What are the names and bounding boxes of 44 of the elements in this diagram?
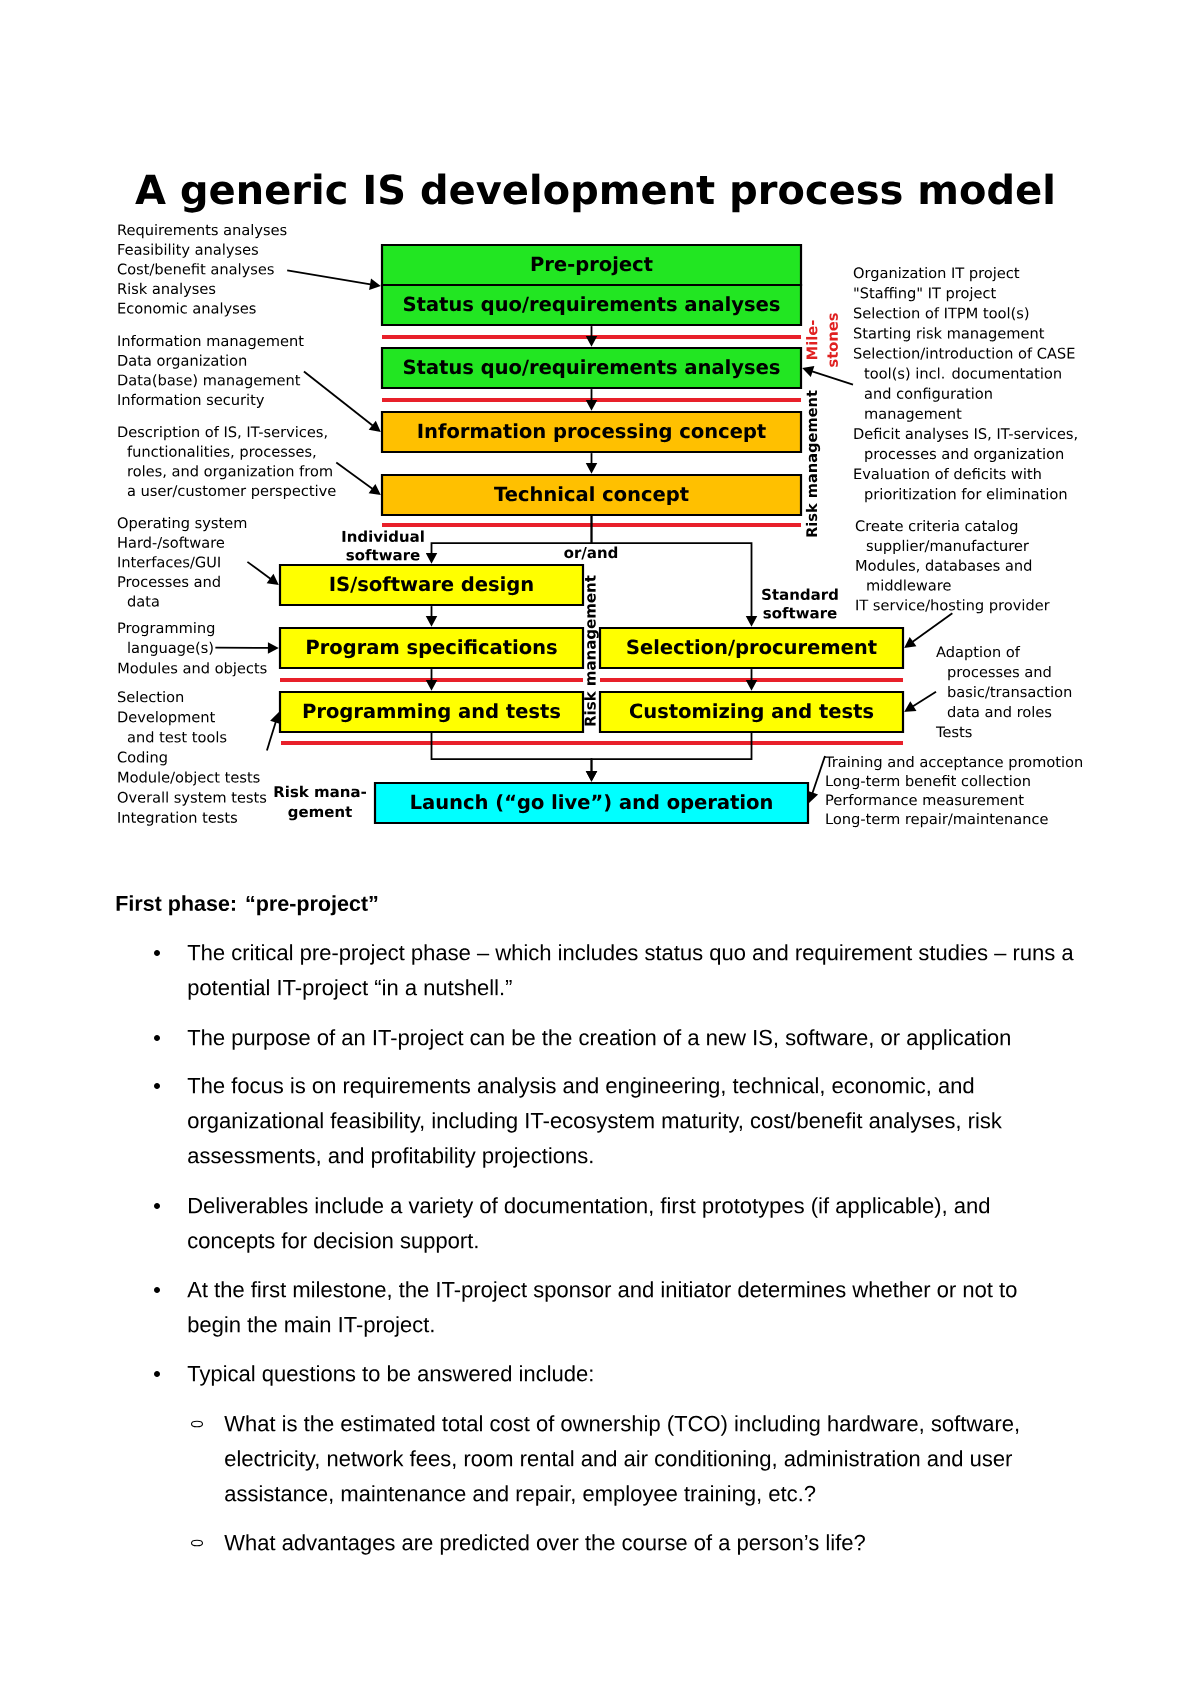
branch-label: or/and	[564, 546, 618, 560]
annotation-list: Training and acceptance promotion Long-term benefit collection Performance measurement Long-term repair/maintenance	[824, 756, 1082, 828]
paragraph: What is the estimated total cost of ownership (TCO) including hardware, software, electricity, network fees, room rental and air conditioning, administration and user assistance, maintenance and repair, employee training, etc.?	[224, 1415, 1019, 1506]
annotation-list: Selection Development and test tools Coding Module/object tests Overall system tests Integration tests	[117, 691, 267, 826]
paragraph: At the first milestone, the IT-project sponsor and initiator determines whether or not to begin the main IT-project.	[187, 1281, 1017, 1337]
process-box: Technical concept	[380, 473, 803, 517]
paragraph: The focus is on requirements analysis and engineering, technical, economic, and organizational feasibility, including IT-ecosystem maturity, cost/benefit analyses, risk assessments, and profitability projections.	[187, 1077, 1002, 1168]
arrow	[246, 560, 279, 585]
vertical-label: Risk management	[584, 575, 599, 726]
process-box: Pre-project	[380, 243, 803, 287]
arrow	[904, 612, 954, 648]
annotation-text: Programming language(s)	[118, 622, 215, 656]
edge-label: Individual software	[340, 529, 426, 562]
paragraph: The critical pre-project phase – which includes status quo and requirement studies – runs a potential IT-project “in a nutshell.”	[187, 944, 1074, 1000]
side-label: Risk mana- gement	[274, 785, 366, 821]
paragraph: The purpose of an IT-project can be the creation of a new IS, software, or application	[187, 1029, 1010, 1050]
vertical-label: Risk management	[805, 390, 821, 537]
annotation-list: Operating system Hard-/software Interfaces/GUI Processes and data	[117, 517, 247, 607]
arrow	[904, 690, 937, 712]
paragraph: What advantages are predicted over the course of a person’s life?	[224, 1534, 865, 1555]
annotation-list: Create criteria catalog supplier/manufacturer Modules, databases and middleware IT service/hosting provider	[855, 520, 1050, 614]
process-box: Status quo/requirements analyses	[380, 346, 803, 390]
arrow	[335, 461, 381, 495]
process-box: Selection/procurement	[598, 626, 905, 670]
annotation-list: Organization IT project "Staffing" IT project Selection of ITPM tool(s) Starting risk management Selection/introduction of CASE tool(s) incl. documentation and configuration management Deficit analyses IS, IT-services, processes and organization Evaluation of deficits with prioritization for elimination	[853, 267, 1077, 503]
process-box: Programming and tests	[278, 690, 585, 734]
arrow	[303, 370, 381, 432]
edge-label: Standard software	[760, 587, 840, 620]
title: A generic IS development process model	[135, 173, 1053, 213]
process-box: Program specifications	[278, 626, 585, 670]
annotation-text: Modules and objects	[118, 662, 267, 677]
process-box: Information processing concept	[380, 410, 803, 454]
annotation-list: Requirements analyses Feasibility analyses Cost/benefit analyses Risk analyses Economic analyses	[117, 224, 287, 317]
paragraph: Deliverables include a variety of documentation, first prototypes (if applicable), and concepts for decision support.	[188, 1197, 990, 1253]
process-box: Launch (“go live”) and operation	[373, 781, 810, 825]
annotation-list: Information management Data organization Data(base) management Information security	[118, 335, 304, 408]
section-heading: First phase: “pre-project”	[116, 895, 378, 916]
annotation-text: Description of IS, IT-services, functionalities, processes, roles, and organization from a user/customer perspective	[118, 426, 336, 499]
process-box: Customizing and tests	[598, 690, 905, 734]
process-box: IS/software design	[278, 563, 585, 607]
process-box: Status quo/requirements analyses	[380, 283, 803, 327]
paragraph: Typical questions to be answered include:	[187, 1365, 593, 1386]
vertical-label: Mile- stones	[806, 313, 838, 367]
annotation-list: Adaption of processes and basic/transaction data and roles Tests	[935, 646, 1072, 738]
